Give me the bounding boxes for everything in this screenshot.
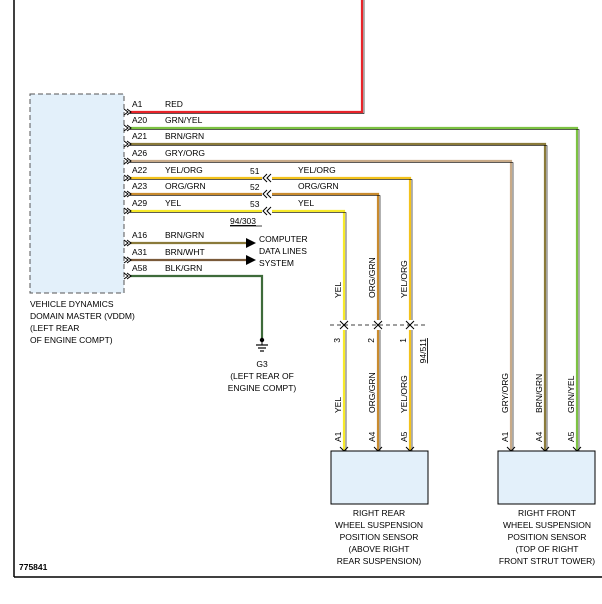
wire-label: BRN/WHT xyxy=(165,247,205,257)
ground-icon xyxy=(256,337,268,352)
vertical-wire-labels-upper: YEL ORG/GRN YEL/ORG xyxy=(333,257,409,298)
ground-location-2: ENGINE COMPT) xyxy=(228,383,297,393)
pin-label: A4 xyxy=(534,431,544,442)
connector-pin-2: 2 xyxy=(366,338,376,343)
rear-sensor-label-4: (ABOVE RIGHT xyxy=(349,544,410,554)
connector-pin-52: 52 xyxy=(250,182,260,192)
wire-51-yel-org xyxy=(272,176,412,320)
vddm-wire-labels: RED GRN/YEL BRN/GRN GRY/ORG YEL/ORG ORG/… xyxy=(165,99,206,273)
diagram-id: 775841 xyxy=(19,562,48,572)
wire-label: GRN/YEL xyxy=(566,375,576,413)
front-sensor-label-4: (TOP OF RIGHT xyxy=(516,544,579,554)
wire-label: YEL xyxy=(333,397,343,413)
wires xyxy=(130,0,579,452)
vddm-module-box xyxy=(29,93,125,294)
connector-pin-53: 53 xyxy=(250,199,260,209)
pin-label: A4 xyxy=(367,431,377,442)
computer-data-lines-label-3: SYSTEM xyxy=(259,258,294,268)
pin-label: A5 xyxy=(566,431,576,442)
wire-label: ORG/GRN xyxy=(165,181,206,191)
wire-label: ORG/GRN xyxy=(367,257,377,298)
rear-sensor-box xyxy=(330,450,429,505)
pin-label: A23 xyxy=(132,181,147,191)
connector-pin-3: 3 xyxy=(332,338,342,343)
wire-a58-blk-grn xyxy=(130,274,264,340)
diagram-frame xyxy=(13,0,602,578)
pin-label: A1 xyxy=(500,431,510,442)
vddm-pin-chevrons xyxy=(123,108,132,280)
computer-data-lines-label-1: COMPUTER xyxy=(259,234,308,244)
pin-label: A1 xyxy=(333,431,343,442)
rear-sensor-label-2: WHEEL SUSPENSION xyxy=(335,520,423,530)
computer-data-lines-label-2: DATA LINES xyxy=(259,246,307,256)
wire-label: YEL xyxy=(298,198,314,208)
wire-a26-gry-org xyxy=(130,159,513,452)
vddm-label-line-4: OF ENGINE COMPT) xyxy=(30,335,113,345)
pin-label: A1 xyxy=(132,99,143,109)
inline-connector-94-303: 51 52 53 94/303 xyxy=(230,166,272,227)
front-sensor-label-5: FRONT STRUT TOWER) xyxy=(499,556,595,566)
wire-label: GRY/ORG xyxy=(165,148,205,158)
wire-label: BRN/GRN xyxy=(165,131,204,141)
vddm-pin-labels: A1 A20 A21 A26 A22 A23 A29 A16 A31 A58 xyxy=(132,99,147,273)
wire-outlines xyxy=(130,0,580,452)
front-sensor-label-1: RIGHT FRONT xyxy=(518,508,576,518)
wire-label: YEL/ORG xyxy=(165,165,203,175)
pin-label: A58 xyxy=(132,263,147,273)
connector-pin-51: 51 xyxy=(250,166,260,176)
wire-a21-brn-grn xyxy=(130,142,547,452)
pin-label: A26 xyxy=(132,148,147,158)
inline-connector-94-511: 3 2 1 94/511 xyxy=(330,320,428,364)
front-sensor-label-2: WHEEL SUSPENSION xyxy=(503,520,591,530)
computer-data-lines-arrows xyxy=(246,238,256,265)
wire-label: BRN/GRN xyxy=(534,374,544,413)
wire-53-yel xyxy=(272,209,346,320)
wire-label: BRN/GRN xyxy=(165,230,204,240)
wire-label: YEL xyxy=(333,282,343,298)
front-sensor-label-3: POSITION SENSOR xyxy=(508,532,587,542)
wire-label: YEL/ORG xyxy=(399,260,409,298)
vddm-label-line-3: (LEFT REAR xyxy=(30,323,79,333)
sensor-pin-labels: A1 A4 A5 A1 A4 A5 xyxy=(333,431,576,442)
vddm-label-line-2: DOMAIN MASTER (VDDM) xyxy=(30,311,135,321)
wire-a1-red xyxy=(130,0,364,114)
wire-label: GRN/YEL xyxy=(165,115,203,125)
wire-label: YEL xyxy=(165,198,181,208)
vddm-label-line-1: VEHICLE DYNAMICS xyxy=(30,299,114,309)
pin-label: A21 xyxy=(132,131,147,141)
wire-label: YEL/ORG xyxy=(298,165,336,175)
pin-label: A31 xyxy=(132,247,147,257)
inline-wire-labels: YEL/ORG ORG/GRN YEL xyxy=(298,165,339,208)
wire-label: RED xyxy=(165,99,183,109)
pin-label: A20 xyxy=(132,115,147,125)
pin-label: A29 xyxy=(132,198,147,208)
connector-pin-1: 1 xyxy=(398,338,408,343)
pin-label: A22 xyxy=(132,165,147,175)
rear-sensor-label-1: RIGHT REAR xyxy=(353,508,405,518)
wire-a20-grn-yel xyxy=(130,126,579,452)
wire-label: GRY/ORG xyxy=(500,373,510,413)
front-sensor-box xyxy=(497,450,596,505)
wire-label: BLK/GRN xyxy=(165,263,202,273)
wire-label: ORG/GRN xyxy=(298,181,339,191)
rear-sensor-label-5: REAR SUSPENSION) xyxy=(337,556,422,566)
pin-label: A5 xyxy=(399,431,409,442)
wire-52-org-grn xyxy=(272,192,380,320)
wire-label: ORG/GRN xyxy=(367,372,377,413)
vertical-wire-labels-lower: YEL ORG/GRN YEL/ORG GRY/ORG BRN/GRN GRN/… xyxy=(333,372,576,413)
pin-label: A16 xyxy=(132,230,147,240)
ground-name: G3 xyxy=(256,359,268,369)
connector-ref: 94/303 xyxy=(230,216,256,226)
connector-ref: 94/511 xyxy=(418,338,428,364)
wire-label: YEL/ORG xyxy=(399,375,409,413)
rear-sensor-label-3: POSITION SENSOR xyxy=(340,532,419,542)
ground-location-1: (LEFT REAR OF xyxy=(230,371,294,381)
